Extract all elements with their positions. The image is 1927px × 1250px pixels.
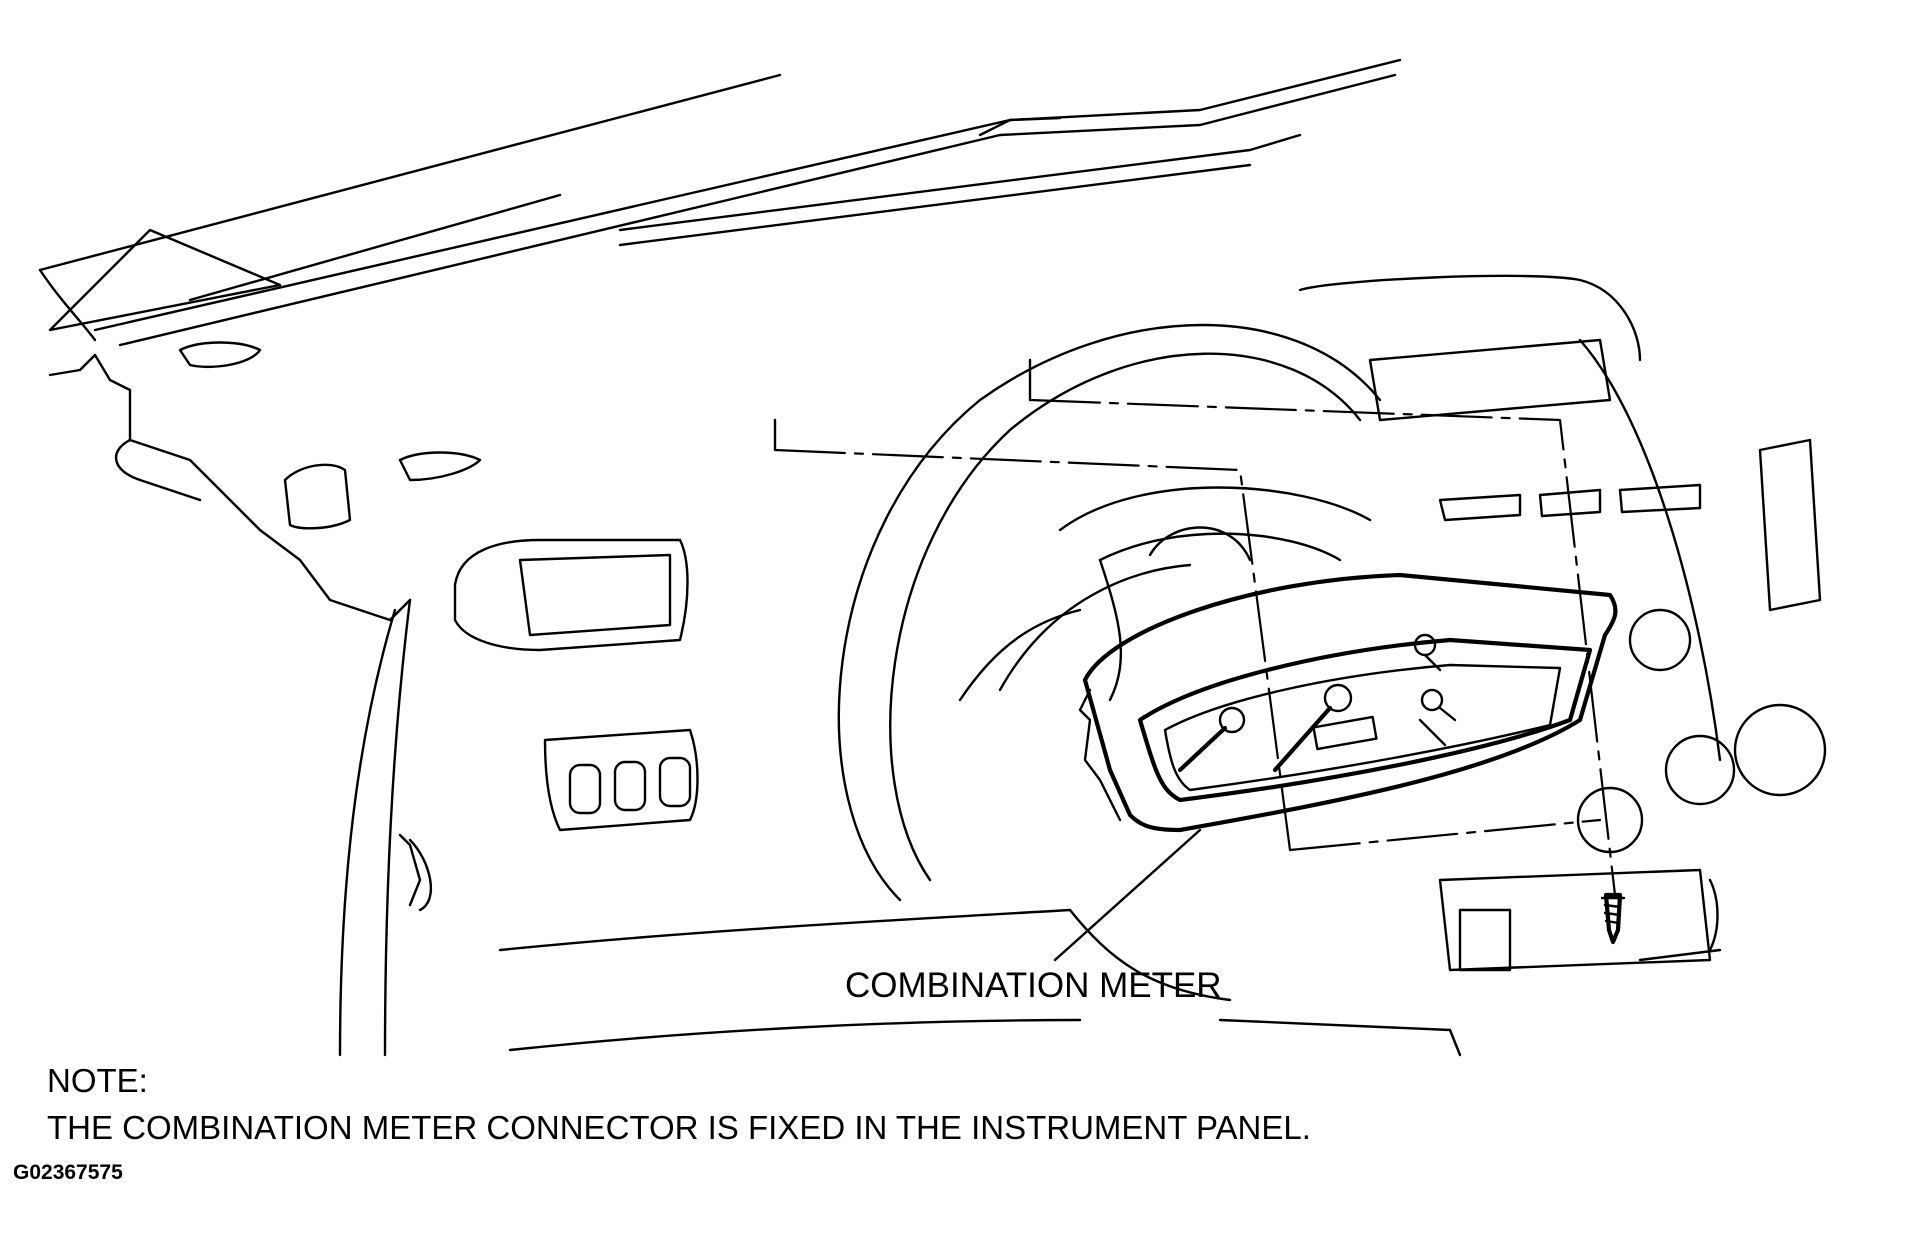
small-gauges — [1413, 633, 1457, 747]
figure-id: G02367575 — [13, 1161, 123, 1184]
left-dash-end — [48, 353, 433, 1057]
note-heading: NOTE: — [47, 1062, 148, 1099]
left-vents — [178, 341, 689, 652]
removal-direction-lines — [773, 358, 1617, 897]
speedometer-gauge — [1177, 706, 1246, 773]
combination-meter-label: COMBINATION METER — [845, 966, 1222, 1005]
tachometer-gauge — [1272, 683, 1378, 773]
switch-panel — [543, 728, 699, 832]
steering-wheel — [837, 323, 1382, 902]
callout-leader-line — [1053, 828, 1202, 962]
center-stack — [1298, 274, 1827, 972]
dash-top-edges — [38, 58, 1402, 347]
combination-meter-outline — [1078, 572, 1618, 833]
screw-icon — [1600, 892, 1626, 945]
note-text: THE COMBINATION METER CONNECTOR IS FIXED… — [47, 1109, 1311, 1146]
lower-dash-panel — [498, 908, 1462, 1057]
